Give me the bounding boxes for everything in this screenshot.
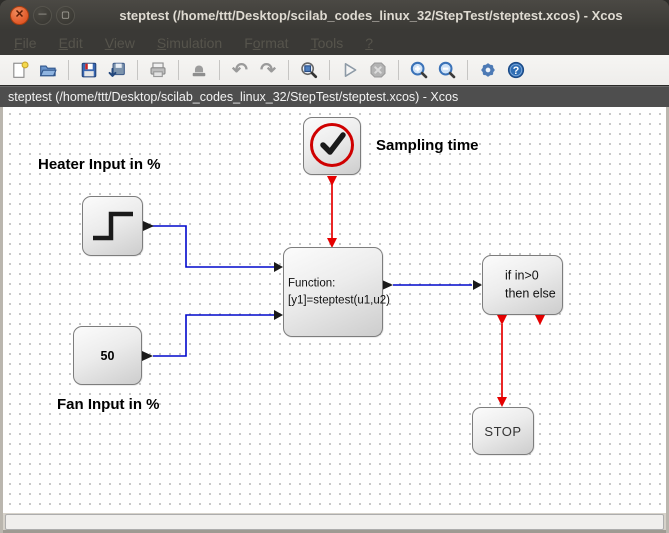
toolbar-separator xyxy=(137,60,138,80)
function-block[interactable]: Function: [y1]=steptest(u1,u2) xyxy=(283,247,390,337)
simulation-setup-button[interactable] xyxy=(474,57,502,83)
link-step-to-function[interactable] xyxy=(152,225,275,268)
if-block-text: if in>0 then else xyxy=(505,268,556,301)
menu-format[interactable]: Format xyxy=(244,34,289,51)
delete-stamp-button[interactable] xyxy=(185,57,213,83)
constant-value: 50 xyxy=(100,348,115,363)
undo-arrow-icon: ↶ xyxy=(232,59,248,81)
stop-octagon-icon xyxy=(370,62,386,78)
stop-block[interactable]: STOP xyxy=(472,407,534,455)
zoom-fit-icon xyxy=(301,62,318,79)
window-controls: ✕ — ▢ xyxy=(10,5,75,25)
menu-tools[interactable]: Tools xyxy=(310,34,344,51)
statusbar xyxy=(5,514,664,530)
new-document-icon xyxy=(13,61,29,78)
clock-hands-icon xyxy=(320,132,346,155)
maximize-button[interactable]: ▢ xyxy=(56,5,75,25)
step-input-block[interactable] xyxy=(82,196,143,256)
link-clock-to-function[interactable] xyxy=(327,176,337,248)
window-bottom-edge xyxy=(3,530,666,533)
open-folder-icon xyxy=(39,65,57,77)
close-button[interactable]: ✕ xyxy=(10,5,29,25)
save-floppy-icon xyxy=(81,62,97,78)
toolbar-separator xyxy=(467,60,468,80)
printer-icon xyxy=(150,62,166,78)
toolbar-separator xyxy=(68,60,69,80)
function-block-text: Function: [y1]=steptest(u1,u2) xyxy=(288,277,390,306)
minimize-icon: — xyxy=(38,9,47,19)
toolbar-separator xyxy=(329,60,330,80)
menu-view[interactable]: View xyxy=(104,34,135,51)
link-if-to-stop[interactable] xyxy=(497,315,507,407)
menubar: File Edit View Simulation Format Tools ? xyxy=(0,30,669,55)
start-simulation-button[interactable] xyxy=(336,57,364,83)
zoom-in-icon xyxy=(410,61,428,79)
save-button[interactable] xyxy=(75,57,103,83)
toolbar-separator xyxy=(178,60,179,80)
svg-text:?: ? xyxy=(513,65,520,77)
zoom-out-button[interactable] xyxy=(433,57,461,83)
fit-diagram-button[interactable] xyxy=(295,57,323,83)
window-title: steptest (/home/ttt/Desktop/scilab_codes… xyxy=(119,7,623,23)
help-question-icon: ? xyxy=(507,61,525,79)
print-button[interactable] xyxy=(144,57,172,83)
about-help-button[interactable]: ? xyxy=(502,57,530,83)
sampling-time-label: Sampling time xyxy=(376,137,479,154)
constant-block[interactable]: 50 xyxy=(73,326,142,385)
data-ports xyxy=(142,221,482,361)
toolbar-separator xyxy=(398,60,399,80)
toolbar-separator xyxy=(219,60,220,80)
diagram-frame-titlebar: steptest (/home/ttt/Desktop/scilab_codes… xyxy=(0,86,669,107)
close-icon: ✕ xyxy=(14,8,25,20)
redo-arrow-icon: ↷ xyxy=(260,59,276,81)
undo-button[interactable]: ↶ xyxy=(226,57,254,83)
stop-block-label: STOP xyxy=(484,423,522,439)
play-triangle-icon xyxy=(344,63,357,77)
step-function-icon xyxy=(93,211,133,241)
export-button[interactable] xyxy=(103,57,131,83)
menu-edit[interactable]: Edit xyxy=(58,34,83,51)
toolbar-separator xyxy=(288,60,289,80)
titlebar: ✕ — ▢ steptest (/home/ttt/Desktop/scilab… xyxy=(0,0,669,30)
diagram-canvas[interactable]: Heater Input in % Sampling time Fan Inpu… xyxy=(3,107,666,513)
clock-block[interactable] xyxy=(303,117,361,175)
zoom-in-button[interactable] xyxy=(405,57,433,83)
gear-icon xyxy=(481,63,495,77)
menu-simulation[interactable]: Simulation xyxy=(156,34,223,51)
if-then-else-block[interactable]: if in>0 then else xyxy=(482,255,563,315)
heater-input-label: Heater Input in % xyxy=(38,156,161,173)
redo-button[interactable]: ↷ xyxy=(254,57,282,83)
wire-layer xyxy=(142,176,545,407)
frame-body: Heater Input in % Sampling time Fan Inpu… xyxy=(0,107,669,533)
if-else-event-port[interactable] xyxy=(535,315,545,325)
link-constant-to-function[interactable] xyxy=(153,314,275,357)
clock-ring xyxy=(310,123,354,167)
stop-simulation-button[interactable] xyxy=(364,57,392,83)
menu-file[interactable]: File xyxy=(14,34,37,51)
stamp-icon xyxy=(192,65,206,77)
maximize-icon: ▢ xyxy=(61,9,70,19)
export-floppy-arrow-icon xyxy=(108,62,125,77)
open-button[interactable] xyxy=(34,57,62,83)
new-diagram-button[interactable] xyxy=(6,57,34,83)
toolbar: ↶ ↷ xyxy=(0,55,669,86)
fan-input-label: Fan Input in % xyxy=(57,396,160,413)
menu-help[interactable]: ? xyxy=(365,34,374,51)
zoom-out-icon xyxy=(438,61,456,79)
minimize-button[interactable]: — xyxy=(33,5,52,25)
